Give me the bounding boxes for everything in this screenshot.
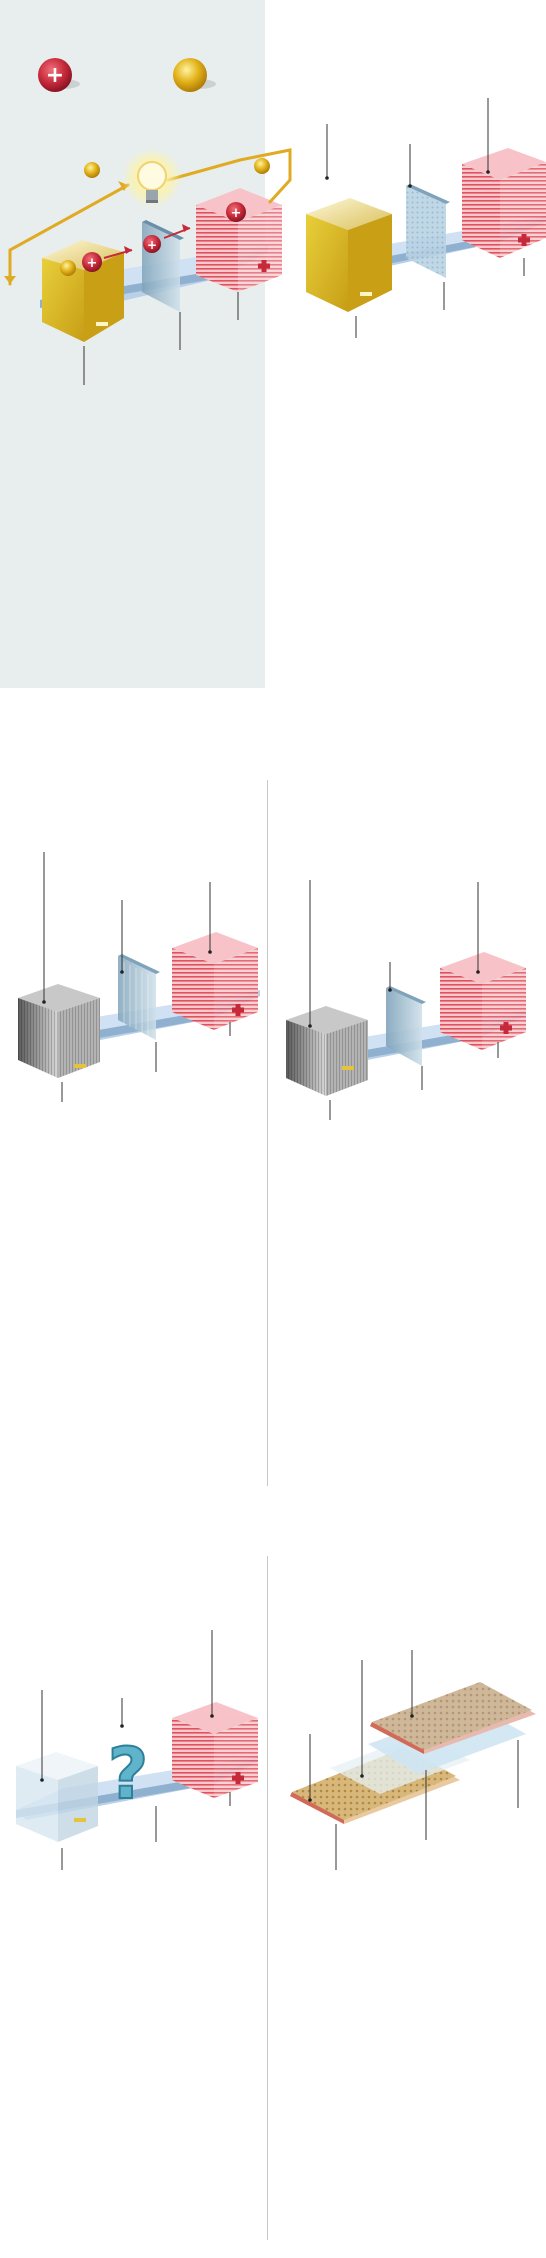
svg-text:+: + (147, 238, 157, 252)
svg-text:?: ? (108, 1733, 149, 1815)
diagram-discharge-circuit: + + + (4, 148, 292, 385)
cathode-block (462, 148, 546, 258)
light-bulb-icon (122, 148, 182, 208)
electron-icon (173, 58, 207, 92)
svg-text:+: + (87, 256, 98, 271)
column-divider-bottom (267, 1556, 268, 2240)
separator-sheet (406, 184, 450, 278)
cathode-block (440, 952, 526, 1050)
anode-minus-symbol (74, 1064, 86, 1068)
cathode-block (172, 932, 258, 1030)
positive-ion-icon: + (82, 252, 102, 272)
diagram-pouch-cell-layers (290, 1650, 536, 1870)
column-divider-middle (267, 780, 268, 1486)
anode-block (42, 240, 124, 342)
anode-block (16, 1752, 98, 1842)
electron-icon (254, 158, 270, 174)
positive-ion-icon: + (226, 202, 246, 222)
anode-minus-symbol (360, 292, 372, 296)
svg-text:+: + (231, 206, 242, 221)
anode-minus-symbol (342, 1066, 354, 1070)
positive-ion-icon: + (143, 235, 161, 253)
cathode-block (196, 188, 282, 292)
legend-positive-ion: + (38, 58, 80, 92)
legend-positive-symbol: + (46, 63, 64, 88)
cathode-block (172, 1702, 258, 1798)
unknown-separator-question: ? (107, 1732, 150, 1816)
legend-panel (0, 0, 265, 688)
anode-block (306, 198, 392, 312)
anode-block (18, 984, 100, 1078)
diagram-metal-anode-cell (306, 98, 546, 338)
electron-icon (84, 162, 100, 178)
positive-ion-icon (38, 58, 72, 92)
diagram-unknown-separator-cell: ? (16, 1630, 258, 1870)
electron-icon (60, 260, 76, 276)
anode-minus-symbol (96, 322, 108, 326)
diagram-graphite-anode-cell-a (18, 852, 260, 1102)
diagram-graphite-anode-cell-b (286, 880, 526, 1120)
anode-minus-symbol (74, 1818, 86, 1822)
anode-block (286, 1006, 368, 1096)
separator-sheet (386, 986, 426, 1066)
separator-sheet (118, 954, 160, 1040)
legend-electron (173, 58, 216, 92)
